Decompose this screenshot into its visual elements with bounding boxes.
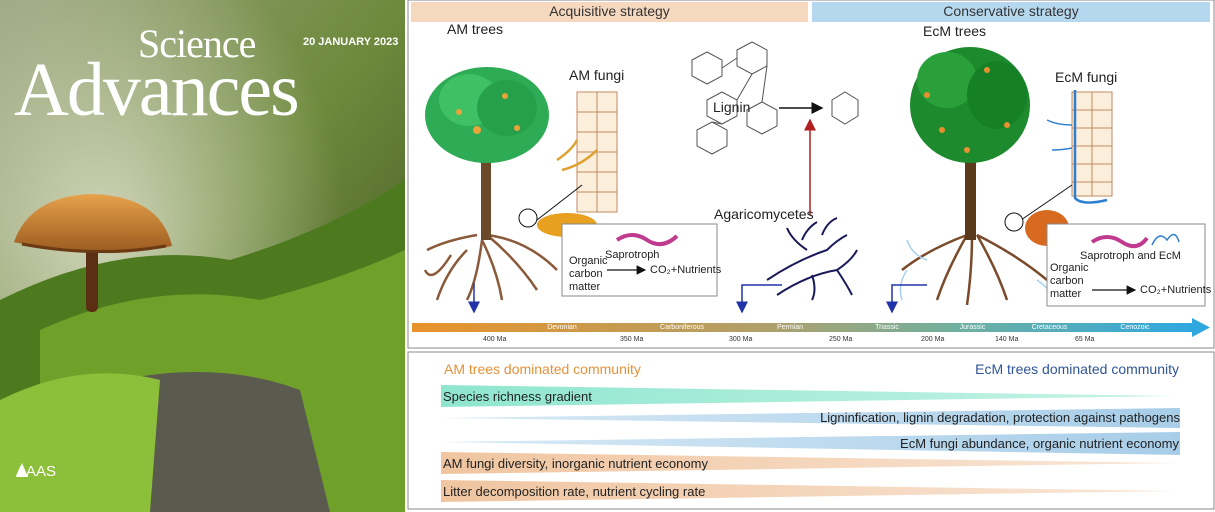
ecm-origin-arrow [886, 284, 927, 314]
graphical-abstract: Acquisitive strategy Conservative strate… [407, 0, 1215, 512]
era-permian: Permian [776, 324, 804, 331]
ecm-saprotroph-label: Saprotroph and EcM [1080, 250, 1181, 262]
masthead-science: Science [138, 21, 256, 66]
am-tree [423, 67, 558, 301]
gradient-ecm-abundance [441, 432, 1180, 455]
tick-350: 350 Ma [620, 336, 644, 343]
agaricomycetes-origin-arrow [736, 284, 782, 314]
issue-date: 20 JANUARY 2023 [303, 36, 399, 48]
masthead-advances: Advances [14, 48, 300, 132]
gradient-litter-decomposition [441, 480, 1177, 502]
era-devonian: Devonian [547, 324, 577, 331]
conservative-title: Conservative strategy [943, 3, 1079, 19]
era-triassic: Triassic [875, 324, 899, 331]
tick-140: 140 Ma [995, 336, 1019, 343]
geologic-timeline [412, 318, 1210, 337]
ecm-abundance-label: EcM fungi abundance, organic nutrient ec… [900, 436, 1179, 451]
gradient-am-diversity [441, 452, 1177, 474]
journal-cover: Science Advances 20 JANUARY 2023 AAAS [0, 0, 405, 512]
tick-250: 250 Ma [829, 336, 853, 343]
cover-photo [0, 0, 405, 512]
lignin-product [831, 91, 859, 125]
am-fungi-cells [518, 91, 618, 228]
species-richness-label: Species richness gradient [443, 389, 592, 404]
era-jurassic: Jurassic [959, 324, 986, 331]
am-community-label: AM trees dominated community [444, 361, 641, 377]
lignin-structure [691, 41, 778, 155]
era-cenozoic: Cenozoic [1120, 324, 1150, 331]
ecm-process-box [1046, 223, 1206, 307]
am-matter-label: matter [569, 281, 601, 293]
ecm-hyphae-icon [1151, 233, 1180, 246]
am-organic-label: Organic [569, 255, 608, 267]
am-saprotroph-label: Saprotroph [605, 249, 660, 261]
era-carboniferous: Carboniferous [660, 324, 704, 331]
agaricomycetes-hyphae [766, 217, 858, 301]
era-cretaceous: Cretaceous [1031, 324, 1068, 331]
am-carbon-label: carbon [569, 268, 603, 280]
ecm-carbon-label: carbon [1050, 275, 1084, 287]
lignin-label: Lignin [713, 99, 751, 115]
lignification-label: Ligninfication, lignin degradation, prot… [820, 410, 1180, 425]
am-fungi-label: AM fungi [569, 67, 625, 83]
gradient-lignification [441, 408, 1180, 428]
gradient-species-richness [441, 385, 1177, 407]
ecm-organic-label: Organic [1050, 262, 1089, 274]
agaricomycetes-label: Agaricomycetes [714, 206, 814, 222]
conservative-bar [812, 2, 1210, 22]
ecm-trees-label: EcM trees [923, 23, 987, 39]
tick-400: 400 Ma [483, 336, 507, 343]
ecm-fungi-label: EcM fungi [1055, 69, 1118, 85]
ecm-product-label: CO₂+Nutrients [1140, 284, 1212, 296]
top-frame [407, 0, 1215, 349]
ecm-community-label: EcM trees dominated community [975, 361, 1179, 377]
bottom-frame [407, 351, 1215, 510]
diagram-graphics [407, 0, 1215, 510]
am-trees-label: AM trees [447, 21, 504, 37]
tick-200: 200 Ma [921, 336, 945, 343]
tick-300: 300 Ma [729, 336, 753, 343]
am-product-label: CO₂+Nutrients [650, 264, 722, 276]
litter-decomposition-label: Litter decomposition rate, nutrient cycl… [443, 484, 706, 499]
acquisitive-bar [411, 2, 808, 22]
ecm-tree [899, 47, 1058, 306]
ecm-matter-label: matter [1050, 288, 1082, 300]
tick-65: 65 Ma [1075, 336, 1095, 343]
saprotroph-hyphae [615, 233, 679, 247]
publisher-logo: AAAS [16, 463, 56, 480]
acquisitive-title: Acquisitive strategy [549, 3, 670, 19]
ecm-fungi-cells [1004, 90, 1113, 232]
am-diversity-label: AM fungi diversity, inorganic nutrient e… [443, 456, 708, 471]
saprotroph-ecm-hyphae [1090, 235, 1149, 249]
aaas-logo-icon [16, 463, 28, 477]
